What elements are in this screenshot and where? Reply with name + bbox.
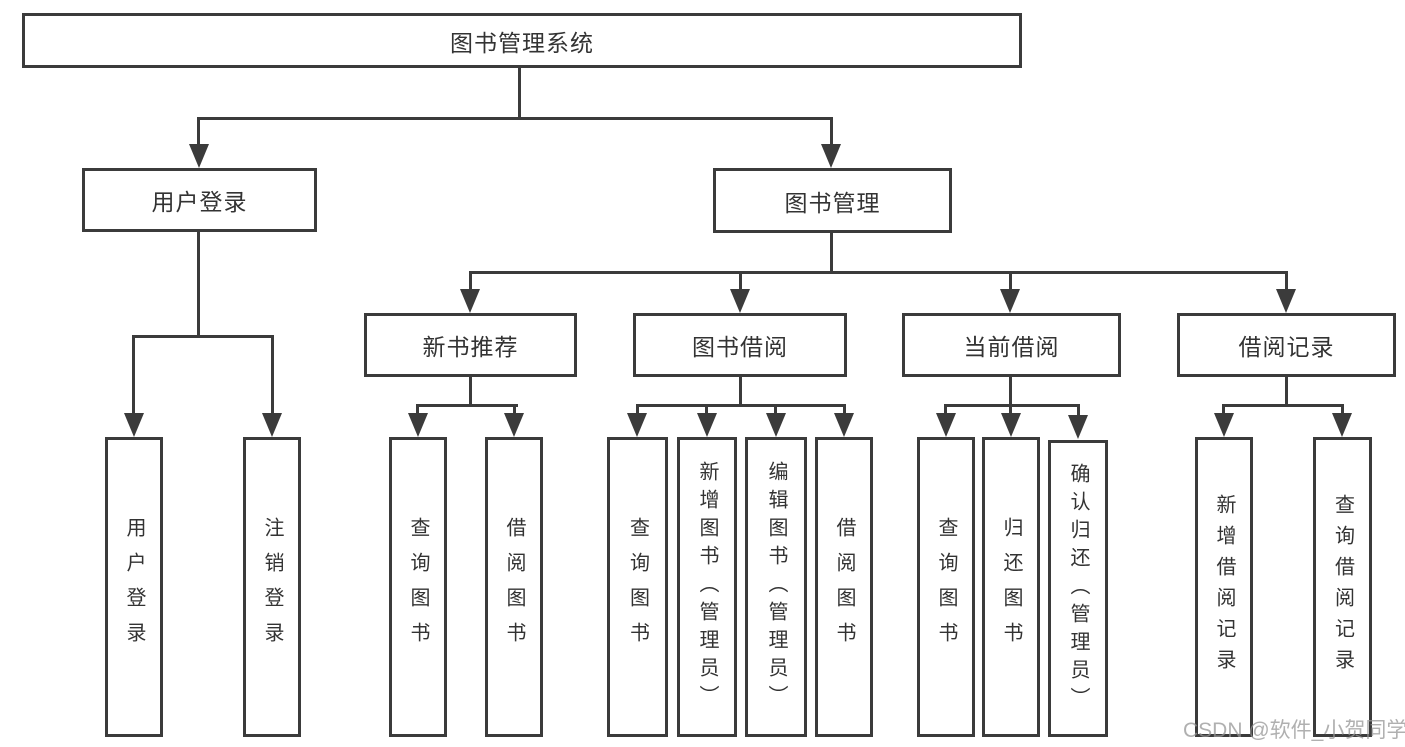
connector-line bbox=[1222, 404, 1344, 407]
node-library-system-root: 图书管理系统 bbox=[22, 13, 1022, 68]
arrow-down-icon bbox=[408, 413, 428, 437]
arrow-down-icon bbox=[1276, 289, 1296, 313]
node-label: 图书管理 bbox=[784, 189, 881, 216]
arrow-down-icon bbox=[730, 289, 750, 313]
connector-line bbox=[271, 335, 274, 417]
leaf-add-books-admin: 新增图书（管理员） bbox=[677, 437, 737, 737]
node-label: 图书借阅 bbox=[692, 334, 788, 360]
leaf-query-borrow-record: 查询借阅记录 bbox=[1313, 437, 1372, 737]
arrow-down-icon bbox=[189, 144, 209, 168]
connector-line bbox=[1222, 404, 1225, 419]
connector-line bbox=[774, 404, 777, 419]
connector-line bbox=[944, 404, 947, 419]
leaf-label: 查询图书 bbox=[935, 517, 957, 657]
connector-line bbox=[132, 335, 135, 417]
node-label: 用户登录 bbox=[151, 189, 248, 215]
connector-line bbox=[830, 231, 833, 274]
connector-line bbox=[1009, 404, 1012, 419]
leaf-borrowing-borrow-books: 借阅图书 bbox=[815, 437, 873, 737]
leaf-label: 查询图书 bbox=[626, 517, 649, 657]
node-book-borrowing: 图书借阅 bbox=[633, 313, 847, 377]
connector-line bbox=[1009, 375, 1012, 407]
connector-line bbox=[416, 404, 419, 419]
connector-line bbox=[705, 404, 708, 419]
node-borrow-records: 借阅记录 bbox=[1177, 313, 1396, 377]
arrow-down-icon bbox=[1000, 289, 1020, 313]
connector-line bbox=[469, 271, 472, 293]
leaf-label: 新增借阅记录 bbox=[1213, 494, 1235, 680]
connector-line bbox=[197, 117, 833, 120]
leaf-label: 确认归还（管理员） bbox=[1067, 462, 1089, 715]
connector-line bbox=[416, 404, 518, 407]
arrow-down-icon bbox=[124, 413, 144, 437]
arrow-down-icon bbox=[1001, 413, 1021, 437]
node-label: 当前借阅 bbox=[963, 334, 1060, 360]
arrow-down-icon bbox=[262, 413, 282, 437]
connector-line bbox=[1341, 404, 1344, 419]
csdn-watermark: CSDN @软件_小贺同学 bbox=[1183, 719, 1405, 742]
connector-line bbox=[636, 404, 639, 419]
leaf-label: 查询图书 bbox=[407, 517, 429, 657]
leaf-return-books: 归还图书 bbox=[982, 437, 1040, 737]
arrow-down-icon bbox=[1214, 413, 1234, 437]
connector-line bbox=[843, 404, 846, 419]
connector-line bbox=[132, 335, 274, 338]
leaf-confirm-return-admin: 确认归还（管理员） bbox=[1048, 440, 1108, 737]
arrow-down-icon bbox=[834, 413, 854, 437]
node-current-borrowing: 当前借阅 bbox=[902, 313, 1121, 377]
node-label: 图书管理系统 bbox=[450, 29, 594, 56]
connector-line bbox=[1285, 375, 1288, 407]
leaf-recommend-borrow-books: 借阅图书 bbox=[485, 437, 543, 737]
connector-line bbox=[197, 117, 200, 149]
leaf-borrowing-query-books: 查询图书 bbox=[607, 437, 668, 737]
arrow-down-icon bbox=[460, 289, 480, 313]
connector-line bbox=[636, 404, 846, 407]
arrow-down-icon bbox=[1332, 413, 1352, 437]
arrow-down-icon bbox=[697, 413, 717, 437]
node-new-book-recommend: 新书推荐 bbox=[364, 313, 577, 377]
leaf-label: 借阅图书 bbox=[833, 517, 855, 657]
leaf-edit-books-admin: 编辑图书（管理员） bbox=[745, 437, 807, 737]
node-user-login-branch: 用户登录 bbox=[82, 168, 317, 232]
node-book-management-branch: 图书管理 bbox=[713, 168, 952, 233]
leaf-add-borrow-record: 新增借阅记录 bbox=[1195, 437, 1253, 737]
arrow-down-icon bbox=[821, 144, 841, 168]
connector-line bbox=[1077, 404, 1080, 419]
connector-line bbox=[197, 230, 200, 338]
connector-line bbox=[944, 404, 1080, 407]
arrow-down-icon bbox=[1068, 415, 1088, 439]
leaf-label: 新增图书（管理员） bbox=[696, 461, 718, 713]
connector-line bbox=[1009, 271, 1012, 293]
leaf-logout: 注销登录 bbox=[243, 437, 301, 737]
leaf-current-query-books: 查询图书 bbox=[917, 437, 975, 737]
connector-line bbox=[469, 375, 472, 407]
connector-line bbox=[469, 271, 1288, 274]
leaf-label: 用户登录 bbox=[123, 517, 145, 657]
leaf-user-login: 用户登录 bbox=[105, 437, 163, 737]
connector-line bbox=[518, 66, 521, 118]
connector-line bbox=[513, 404, 516, 419]
leaf-label: 归还图书 bbox=[1000, 517, 1022, 657]
leaf-recommend-query-books: 查询图书 bbox=[389, 437, 447, 737]
node-label: 新书推荐 bbox=[422, 334, 519, 360]
arrow-down-icon bbox=[766, 413, 786, 437]
connector-line bbox=[739, 271, 742, 293]
leaf-label: 查询借阅记录 bbox=[1331, 494, 1354, 680]
connector-line bbox=[1285, 271, 1288, 293]
leaf-label: 编辑图书（管理员） bbox=[765, 461, 787, 713]
leaf-label: 注销登录 bbox=[261, 517, 283, 657]
connector-line bbox=[739, 375, 742, 407]
arrow-down-icon bbox=[504, 413, 524, 437]
node-label: 借阅记录 bbox=[1238, 334, 1335, 360]
connector-line bbox=[830, 117, 833, 149]
leaf-label: 借阅图书 bbox=[503, 517, 525, 657]
arrow-down-icon bbox=[627, 413, 647, 437]
arrow-down-icon bbox=[936, 413, 956, 437]
